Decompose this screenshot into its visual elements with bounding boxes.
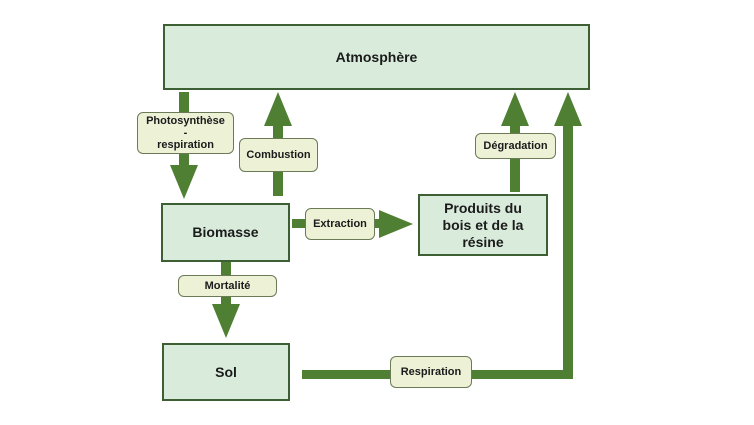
- sol-box: Sol: [162, 343, 290, 401]
- extraction-tag: Extraction: [305, 208, 375, 240]
- atmosphere-label: Atmosphère: [335, 48, 418, 65]
- produits-label: Produits du bois et de la résine: [442, 199, 524, 250]
- arrow-respiration-head: [554, 92, 582, 126]
- respiration-tag: Respiration: [390, 356, 472, 388]
- arrow-degradation-head: [501, 92, 529, 126]
- arrow-mortalite-head: [212, 304, 240, 338]
- biomasse-box: Biomasse: [161, 203, 290, 262]
- mortalite-tag: Mortalité: [178, 275, 277, 297]
- atmosphere-box: Atmosphère: [163, 24, 590, 90]
- biomasse-label: Biomasse: [192, 224, 259, 240]
- sol-label: Sol: [215, 363, 237, 380]
- produits-box: Produits du bois et de la résine: [418, 194, 548, 256]
- degradation-tag: Dégradation: [475, 133, 556, 159]
- photosynthese-tag: Photosynthèse - respiration: [137, 112, 234, 154]
- arrow-combustion-head: [264, 92, 292, 126]
- combustion-tag: Combustion: [239, 138, 318, 172]
- arrow-photosynthese-head: [170, 165, 198, 199]
- arrow-extraction-head: [379, 210, 413, 238]
- arrow-respiration-vertical: [563, 120, 573, 379]
